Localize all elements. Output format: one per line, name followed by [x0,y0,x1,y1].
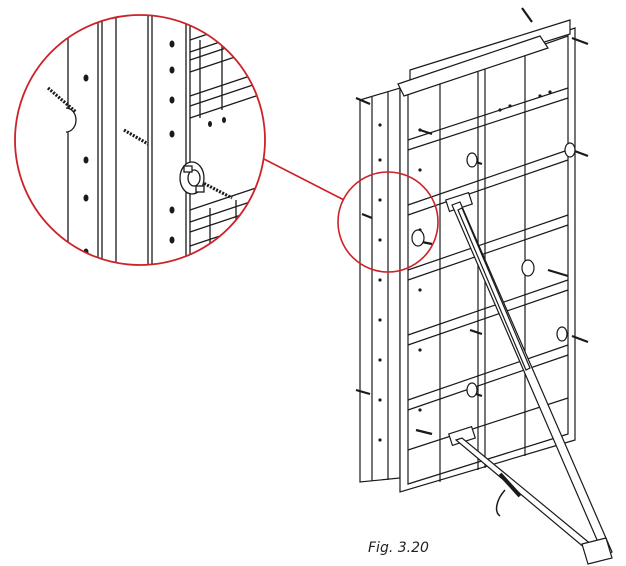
adjustable-prop [451,201,613,565]
callout-leader [261,157,439,273]
detail-circle-border [14,14,266,266]
detail-magnifier [14,14,266,266]
figure-caption: Fig. 3.20 [368,540,429,556]
panel-edge-column [359,87,401,483]
callout-target-circle [337,171,439,273]
callout-line [261,157,345,201]
